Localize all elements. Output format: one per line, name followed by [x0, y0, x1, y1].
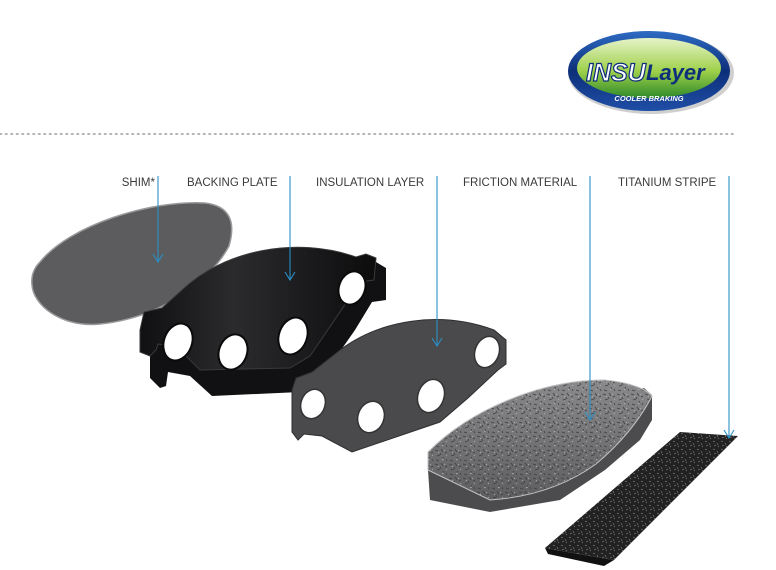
arrow-head-backing-plate: [284, 271, 296, 282]
label-backing-plate: BACKING PLATE: [187, 177, 278, 189]
arrow-head-insulation-layer: [431, 337, 443, 348]
callout-arrows: [152, 176, 735, 440]
logo-tagline: COOLER BRAKING: [614, 94, 683, 103]
arrow-head-titanium-stripe: [723, 429, 735, 440]
arrow-head-friction-material: [584, 411, 596, 422]
logo-inner: [577, 38, 721, 98]
label-shim: SHIM*: [122, 177, 156, 189]
friction-material-part: [427, 379, 653, 512]
logo-brand-script: Layer: [646, 60, 706, 85]
label-insulation-layer: INSULATION LAYER: [316, 177, 424, 189]
arrow-head-shim: [152, 253, 164, 264]
logo-brand-bold: INSU: [586, 59, 647, 87]
label-titanium-stripe: TITANIUM STRIPE: [618, 177, 717, 189]
titanium-stripe-part: [545, 432, 738, 566]
insulayer-logo: INSU Layer COOLER BRAKING: [568, 31, 734, 114]
insulation-layer-part: [291, 319, 507, 453]
label-friction-material: FRICTION MATERIAL: [463, 177, 578, 189]
